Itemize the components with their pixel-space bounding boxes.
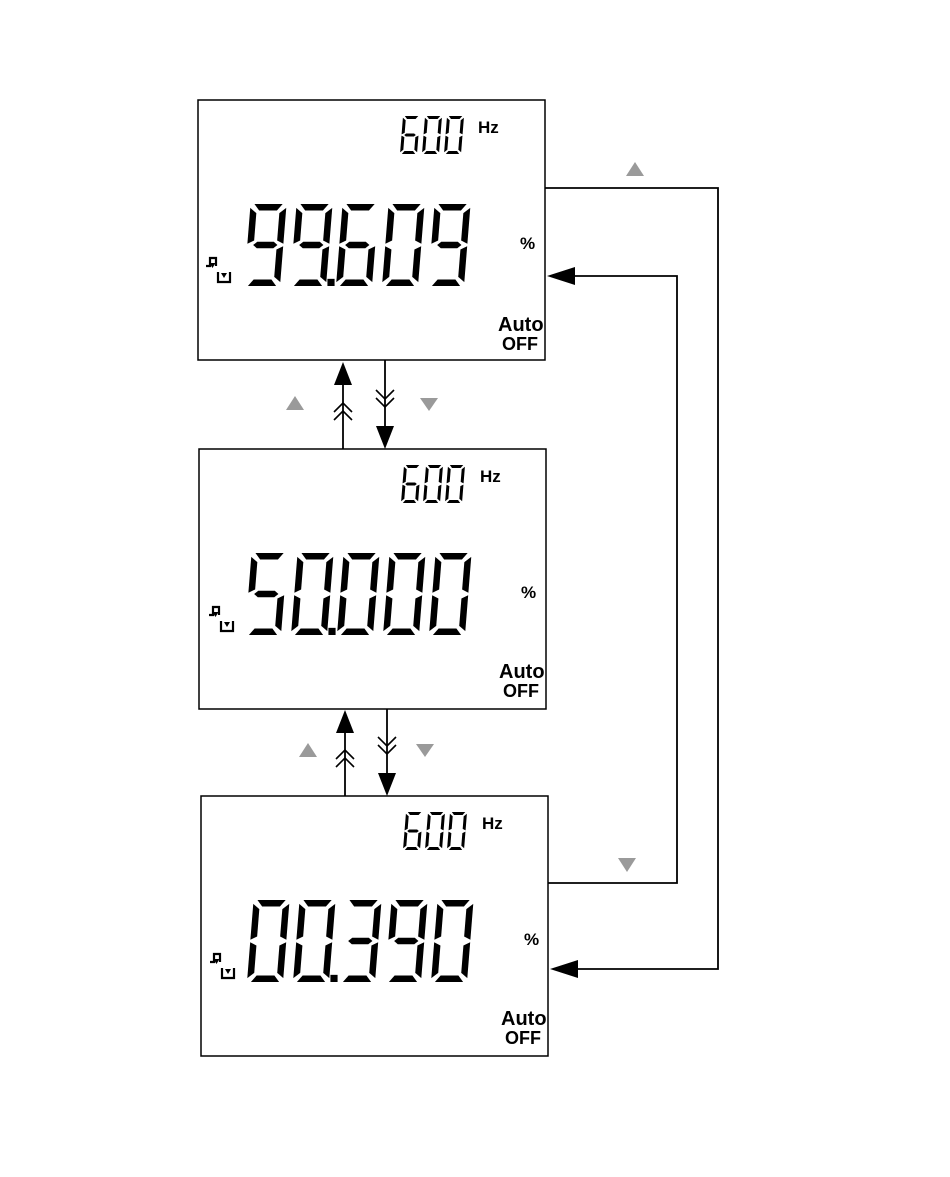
decimal-point: [328, 628, 335, 635]
segment-g: [299, 242, 323, 249]
up-key-icon: [299, 743, 317, 757]
transition-top-to-bottom: [545, 162, 718, 978]
transition-middle-to-top: [286, 362, 352, 449]
segment-g: [407, 830, 419, 833]
down-key-icon: [416, 744, 434, 757]
lcd-display-top: Hz % Auto OFF: [198, 100, 545, 360]
segment-g: [345, 242, 369, 249]
segment-g: [253, 242, 277, 249]
segment-g: [394, 938, 418, 945]
percent-unit-label: %: [524, 930, 539, 949]
transition-bottom-to-top: [547, 267, 677, 883]
arrow-up-icon: [334, 362, 352, 385]
transition-middle-to-bottom: [378, 709, 434, 796]
transition-top-to-middle: [376, 360, 438, 449]
arrow-left-icon: [547, 267, 575, 285]
lcd-display-bottom: Hz % Auto OFF: [201, 796, 548, 1056]
off-label: OFF: [502, 334, 538, 354]
down-key-icon: [618, 858, 636, 872]
frequency-unit-label: Hz: [480, 467, 501, 486]
connector-line: [545, 188, 718, 969]
segment-g: [437, 242, 461, 249]
auto-label: Auto: [501, 1008, 547, 1030]
lcd-display-middle: Hz % Auto OFF: [199, 449, 546, 709]
segment-g: [404, 134, 416, 137]
percent-unit-label: %: [521, 583, 536, 602]
connector-line: [548, 276, 677, 883]
decimal-point: [330, 975, 337, 982]
decimal-point: [327, 279, 334, 286]
segment-g: [348, 938, 372, 945]
arrow-down-icon: [376, 426, 394, 449]
up-key-icon: [286, 396, 304, 410]
up-key-icon: [626, 162, 644, 176]
segment-g: [405, 483, 417, 486]
auto-label: Auto: [499, 661, 545, 683]
frequency-unit-label: Hz: [478, 118, 499, 137]
auto-label: Auto: [498, 314, 544, 336]
off-label: OFF: [503, 681, 539, 701]
down-key-icon: [420, 398, 438, 411]
off-label: OFF: [505, 1028, 541, 1048]
arrow-up-icon: [336, 710, 354, 733]
transition-bottom-to-middle: [299, 710, 354, 796]
arrow-left-icon: [550, 960, 578, 978]
frequency-unit-label: Hz: [482, 814, 503, 833]
percent-unit-label: %: [520, 234, 535, 253]
arrow-down-icon: [378, 773, 396, 796]
segment-g: [254, 591, 278, 598]
